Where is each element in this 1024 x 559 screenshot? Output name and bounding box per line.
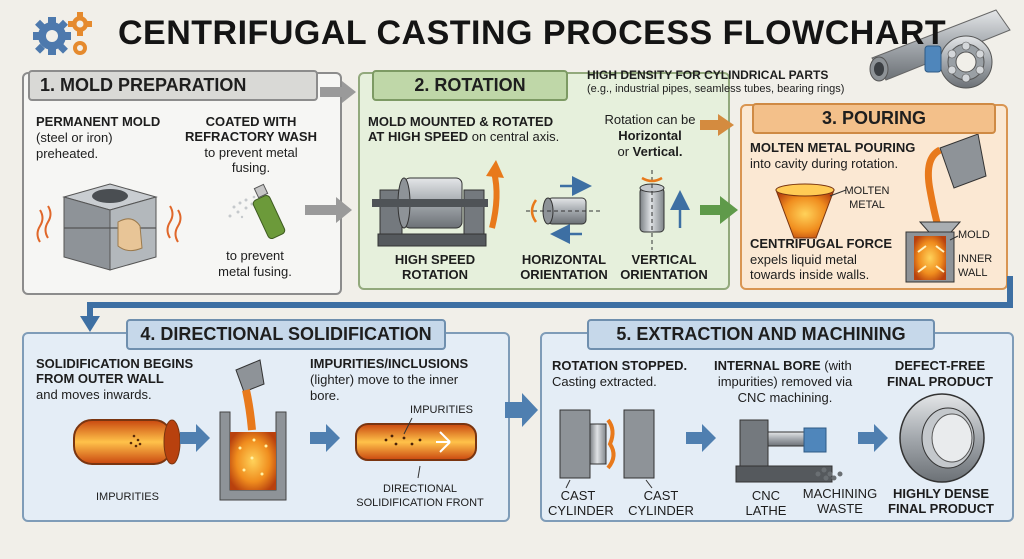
defect-free-1: DEFECT-FREE: [894, 358, 986, 373]
horizontal-orientation-illustration: [526, 176, 600, 244]
horizontal-label-1: HORIZONTAL: [521, 252, 607, 267]
impurities-inclusions-line2: bore.: [310, 388, 340, 403]
solidification-arrow: [180, 424, 210, 452]
highly-dense-2: FINAL PRODUCT: [888, 501, 994, 516]
page-title: CENTRIFUGAL CASTING PROCESS FLOWCHART: [118, 14, 947, 52]
solidification-begins-1: SOLIDIFICATION BEGINS: [36, 356, 194, 371]
rotation-vertical: or Vertical.: [617, 144, 683, 159]
mold-cross-section-illustration: [905, 231, 959, 283]
gear-icon: [33, 12, 92, 55]
cast-cylinder-2b: CYLINDER: [628, 503, 694, 518]
cast-cylinder-1b: CYLINDER: [548, 503, 614, 518]
directional-front-2: SOLIDIFICATION FRONT: [356, 497, 484, 509]
cnc-lathe-2: LATHE: [745, 503, 787, 518]
molten-pouring-line: into cavity during rotation.: [750, 156, 899, 171]
vertical-label-2: ORIENTATION: [620, 267, 708, 282]
prevent-line1: to prevent: [226, 248, 284, 263]
pouring-mold-illustration: [219, 359, 287, 501]
flow-arrows: [80, 81, 1013, 427]
rotation-stopped-label: ROTATION STOPPED.: [552, 358, 688, 373]
vertical-label-1: VERTICAL: [631, 252, 697, 267]
high-speed-label-1: HIGH SPEED: [394, 252, 476, 267]
internal-bore-line2: CNC machining.: [737, 390, 833, 405]
step3-header: 3. POURING: [752, 103, 996, 134]
permanent-mold-line2: preheated.: [36, 146, 99, 161]
cast-cylinder-1a: CAST: [560, 488, 596, 503]
extracted-cast-illustration: [559, 409, 655, 489]
cnc-lathe-1: CNC: [751, 488, 781, 503]
rotation-can-be: Rotation can be: [604, 112, 696, 127]
wall-label: WALL: [958, 267, 988, 279]
permanent-mold-line1: (steel or iron): [36, 130, 113, 145]
centrifugal-force-line1: expels liquid metal: [750, 252, 857, 267]
defect-free-2: FINAL PRODUCT: [887, 374, 993, 389]
mold-mounted-line2: AT HIGH SPEED on central axis.: [368, 129, 560, 144]
impurities-label-top: IMPURITIES: [410, 404, 473, 416]
cast-cylinder-2a: CAST: [643, 488, 679, 503]
inner-label: INNER: [958, 253, 993, 265]
high-speed-label-2: ROTATION: [402, 267, 468, 282]
solidification-begins-3: and moves inwards.: [36, 387, 152, 402]
impurities-label-bottom: IMPURITIES: [96, 491, 159, 503]
machining-waste-2: WASTE: [817, 501, 863, 516]
molten-label-2: METAL: [849, 199, 885, 211]
coated-label-1: COATED WITH: [205, 114, 297, 129]
spray-can-illustration: [228, 183, 286, 240]
machining-arrow: [858, 424, 888, 452]
rotation-horizontal: Horizontal: [618, 128, 682, 143]
centrifugal-force-label: CENTRIFUGAL FORCE: [750, 236, 893, 251]
coated-line2: fusing.: [231, 160, 271, 175]
mold-mounted-line1: MOLD MOUNTED & ROTATED: [368, 114, 554, 129]
step5-header: 5. EXTRACTION AND MACHINING: [587, 319, 935, 350]
highly-dense-1: HIGHLY DENSE: [892, 486, 990, 501]
horizontal-label-2: ORIENTATION: [520, 267, 608, 282]
permanent-mold-label: PERMANENT MOLD: [36, 114, 161, 129]
step4-header: 4. DIRECTIONAL SOLIDIFICATION: [126, 319, 446, 350]
permanent-mold-illustration: [36, 183, 182, 271]
density-note-heading: HIGH DENSITY FOR CYLINDRICAL PARTS: [587, 68, 829, 82]
coated-line1: to prevent metal: [204, 145, 298, 160]
solidification-cylinder-illustration: [73, 419, 181, 465]
density-note-detail: (e.g., industrial pipes, seamless tubes,…: [587, 83, 845, 95]
vertical-orientation-illustration: [639, 170, 690, 250]
cnc-lathe-illustration: [735, 419, 843, 483]
directional-front-illustration: [355, 417, 477, 479]
directional-front-1: DIRECTIONAL: [383, 483, 457, 495]
coated-label-2: REFRACTORY WASH: [185, 129, 317, 144]
final-product-ring-illustration: [899, 393, 985, 483]
internal-bore-line: INTERNAL BORE (with: [714, 358, 852, 373]
pipe-and-bearing-illustration: [869, 9, 1011, 89]
internal-bore-line1: impurities) removed via: [717, 374, 853, 389]
molten-label-1: MOLTEN: [844, 185, 890, 197]
impurities-inclusions-label: IMPURITIES/INCLUSIONS: [310, 356, 469, 371]
molten-metal-bowl-illustration: [775, 183, 847, 239]
rotation-machine-illustration: [372, 160, 504, 247]
step1-header: 1. MOLD PREPARATION: [28, 70, 318, 101]
molten-pouring-label: MOLTEN METAL POURING: [750, 140, 916, 155]
solidification-arrow-2: [310, 424, 340, 452]
casting-extracted-line: Casting extracted.: [552, 374, 657, 389]
extraction-arrow: [686, 424, 716, 452]
prevent-line2: metal fusing.: [218, 264, 292, 279]
step2-header: 2. ROTATION: [372, 70, 568, 101]
centrifugal-force-line2: towards inside walls.: [750, 267, 870, 282]
mold-label: MOLD: [958, 229, 990, 241]
ladle-pouring-illustration: [918, 133, 987, 241]
solidification-begins-2: FROM OUTER WALL: [36, 371, 164, 386]
machining-waste-1: MACHINING: [802, 486, 878, 501]
impurities-inclusions-line1: (lighter) move to the inner: [310, 372, 459, 387]
